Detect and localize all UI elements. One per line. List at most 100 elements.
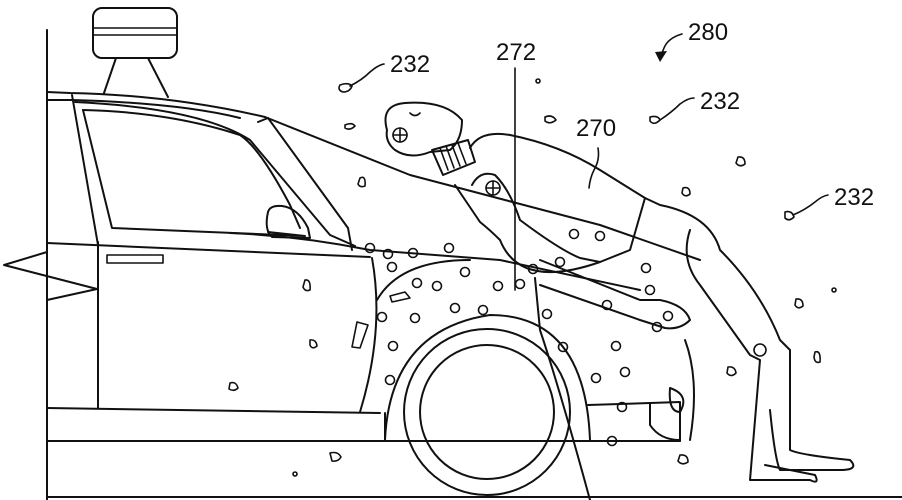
- adhesive-dot: [610, 340, 622, 352]
- leader-lines: [349, 33, 829, 291]
- wheel-arch: [384, 314, 591, 441]
- rocker-line: [46, 407, 381, 414]
- debris-piece: [357, 176, 366, 188]
- adhesive-dot: [459, 266, 471, 278]
- knee-joint: [753, 343, 767, 357]
- adhesive-dot: [407, 247, 419, 259]
- ref-280: 280: [688, 19, 728, 46]
- dummy-torso: [454, 132, 646, 273]
- sensor-mount: [103, 57, 169, 98]
- leader-270: [588, 147, 600, 189]
- debris-piece: [389, 291, 411, 303]
- adhesive-dot: [409, 312, 421, 324]
- debris-piece: [794, 298, 804, 309]
- debris-dot: [292, 471, 298, 477]
- leader-232-c: [792, 194, 829, 216]
- roof-sensor: [92, 7, 178, 59]
- debris-piece: [344, 122, 356, 130]
- foglight: [668, 387, 685, 413]
- adhesive-dot: [443, 242, 455, 254]
- debris-piece: [351, 321, 369, 349]
- debris-piece: [302, 279, 311, 292]
- adhesive-dot: [431, 280, 443, 292]
- debris-dot: [831, 287, 837, 293]
- debris-piece: [813, 350, 821, 364]
- window-top: [82, 109, 301, 229]
- ref-232-b: 232: [700, 88, 740, 115]
- a-pillar-inner: [257, 117, 353, 251]
- adhesive-dot: [514, 278, 526, 290]
- debris-piece: [784, 210, 795, 221]
- rim: [419, 344, 555, 480]
- hood-edge: [229, 232, 641, 291]
- window-frame: [82, 109, 306, 237]
- arrow-280-icon: [655, 51, 667, 62]
- debris-piece: [329, 451, 342, 462]
- side-mirror: [265, 204, 311, 239]
- adhesive-dot: [594, 230, 606, 242]
- a-pillar-outer: [74, 101, 356, 247]
- dummy-leg-front: [685, 229, 818, 483]
- debris-piece: [338, 82, 353, 93]
- debris-piece: [309, 339, 318, 349]
- dummy-mouth: [409, 112, 421, 117]
- debris-particles: [228, 78, 837, 477]
- debris-piece: [649, 115, 661, 125]
- adhesive-dot: [616, 401, 628, 413]
- adhesive-dot: [382, 248, 394, 260]
- leader-232-a: [349, 63, 385, 87]
- debris-piece: [228, 381, 239, 392]
- leader-232-b: [659, 97, 695, 121]
- dummy-leg-rear: [644, 197, 855, 471]
- leader-280: [659, 33, 683, 59]
- debris-piece: [677, 454, 689, 465]
- pedestrian-dummy: [384, 101, 855, 483]
- debris-piece: [681, 186, 691, 197]
- adhesive-dot: [386, 261, 398, 273]
- adhesive-dot: [557, 341, 569, 353]
- ref-272: 272: [496, 39, 536, 66]
- dummy-head: [384, 101, 463, 157]
- roof-inner: [46, 99, 241, 119]
- dummy-forearm: [539, 259, 691, 330]
- bumper: [587, 401, 681, 442]
- debris-piece: [544, 115, 557, 124]
- roof-line: [46, 91, 701, 261]
- dummy-arm-upper: [471, 172, 601, 263]
- adhesive-dot: [387, 340, 399, 352]
- adhesive-layer: [364, 228, 674, 447]
- ref-232-a: 232: [390, 51, 430, 78]
- adhesive-dot: [619, 366, 631, 378]
- adhesive-dot: [364, 242, 376, 254]
- b-pillar: [71, 94, 99, 246]
- adhesive-dot: [376, 311, 388, 323]
- door-handle: [106, 254, 164, 264]
- debris-dot: [535, 78, 541, 84]
- ref-270: 270: [576, 115, 616, 142]
- adhesive-dot: [541, 308, 553, 320]
- adhesive-dot: [411, 277, 423, 289]
- adhesive-dot: [568, 228, 580, 240]
- fender-seam: [534, 277, 591, 500]
- front-edge: [684, 339, 695, 441]
- adhesive-dot: [644, 284, 656, 296]
- foglight-housing: [649, 402, 681, 441]
- adhesive-dot: [492, 280, 504, 292]
- car-body: [3, 7, 902, 500]
- trunk-edge: [3, 251, 98, 301]
- debris-piece: [735, 156, 746, 167]
- adhesive-dot: [477, 304, 489, 316]
- front-wheel: [384, 314, 591, 496]
- adhesive-dot: [384, 374, 396, 386]
- adhesive-dot: [554, 256, 566, 268]
- adhesive-dot: [662, 310, 674, 322]
- tire: [403, 328, 571, 496]
- fender-top: [376, 259, 471, 301]
- spring-coils: [439, 142, 467, 171]
- beltline: [46, 242, 371, 258]
- neck-spring: [431, 139, 476, 176]
- ref-232-c: 232: [834, 184, 874, 211]
- debris-piece: [726, 366, 737, 377]
- adhesive-dot: [606, 435, 618, 447]
